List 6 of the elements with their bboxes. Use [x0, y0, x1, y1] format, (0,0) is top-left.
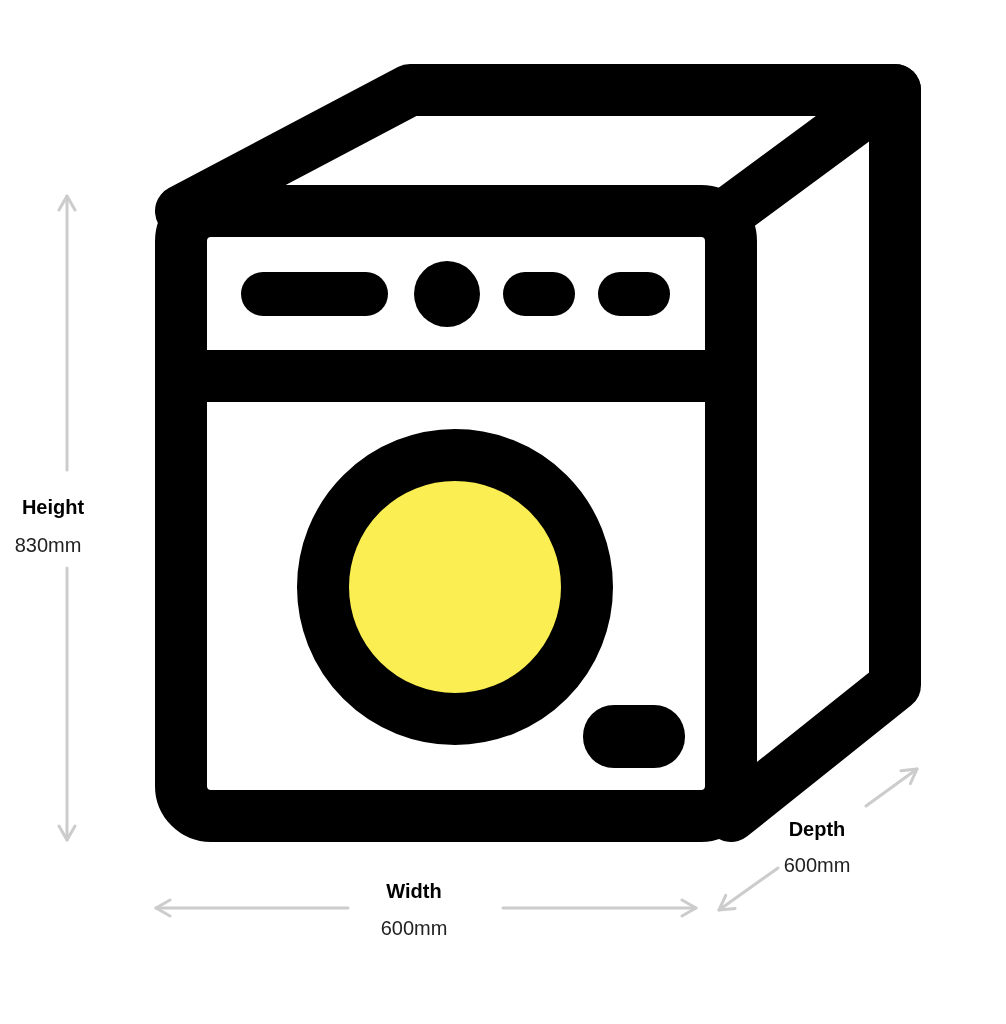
dimension-value: 600mm — [783, 853, 851, 877]
dimension-value: 830mm — [14, 533, 82, 557]
dimension-value: 600mm — [380, 916, 448, 940]
dimension-name: Depth — [788, 817, 846, 841]
dimension-name: Width — [386, 879, 442, 903]
dimension-name: Height — [21, 495, 85, 519]
